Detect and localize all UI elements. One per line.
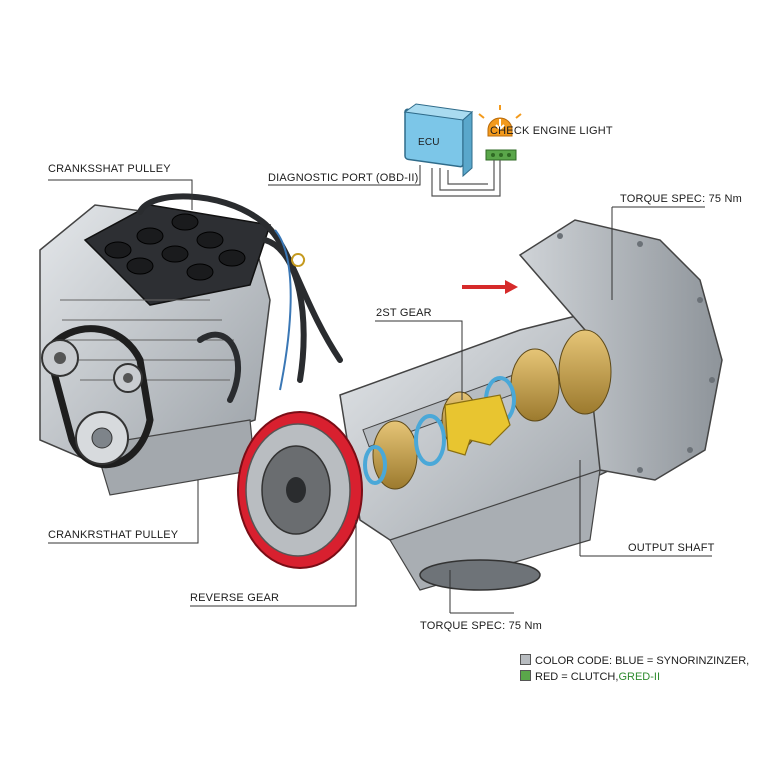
obd-connector [485,149,517,161]
legend-text-2: RED = CLUTCH, [535,671,619,683]
torque-spec-bottom-label: TORQUE SPEC: 75 Nm [420,620,542,632]
ring-terminal [291,253,306,267]
check-engine-light-icon [478,105,522,137]
crankshaft-pulley-bottom-label: CRANKRSTHAT PULLEY [48,529,179,541]
legend-line-2: RED = CLUTCH,GRED-II [520,670,660,683]
engine-block [39,204,271,496]
shift-fork [444,394,511,456]
synchronizer-ring [363,445,387,485]
torque-spec-top-label: TORQUE SPEC: 75 Nm [620,193,742,205]
crankshaft-pulley-top-label: CRANKSSHAT PULLEY [48,163,171,175]
leader-lines [48,165,712,614]
diagnostic-wiring [431,160,501,197]
output-gear [419,559,541,591]
gear [510,348,560,422]
clutch-assembly [237,411,363,569]
legend-text-1: COLOR CODE: BLUE = SYNORINZINZER, [535,655,750,667]
reverse-gear-label: REVERSE GEAR [190,592,280,604]
legend-line-1: COLOR CODE: BLUE = SYNORINZINZER, [520,654,749,667]
diagnostic-port-label: DIAGNOSTIC PORT (OBD-II) [268,172,419,184]
direction-arrow-icon [462,280,518,294]
belt-pulleys [41,325,154,469]
engine-hoses [137,193,343,403]
2st-gear-label: 2ST GEAR [376,307,432,319]
legend-text-2-green: GRED-II [618,671,660,683]
ecu-label: ECU [418,137,440,148]
ecu-module [403,103,474,178]
blue-wire [274,229,292,391]
check-engine-light-label: CHECK ENGINE LIGHT [490,125,613,137]
output-shaft-label: OUTPUT SHAFT [628,542,715,554]
legend-swatch-gray [520,654,531,665]
gear [558,329,612,415]
synchronizer-ring [414,414,446,466]
gear-train [362,329,612,490]
legend-swatch-green [520,670,531,681]
